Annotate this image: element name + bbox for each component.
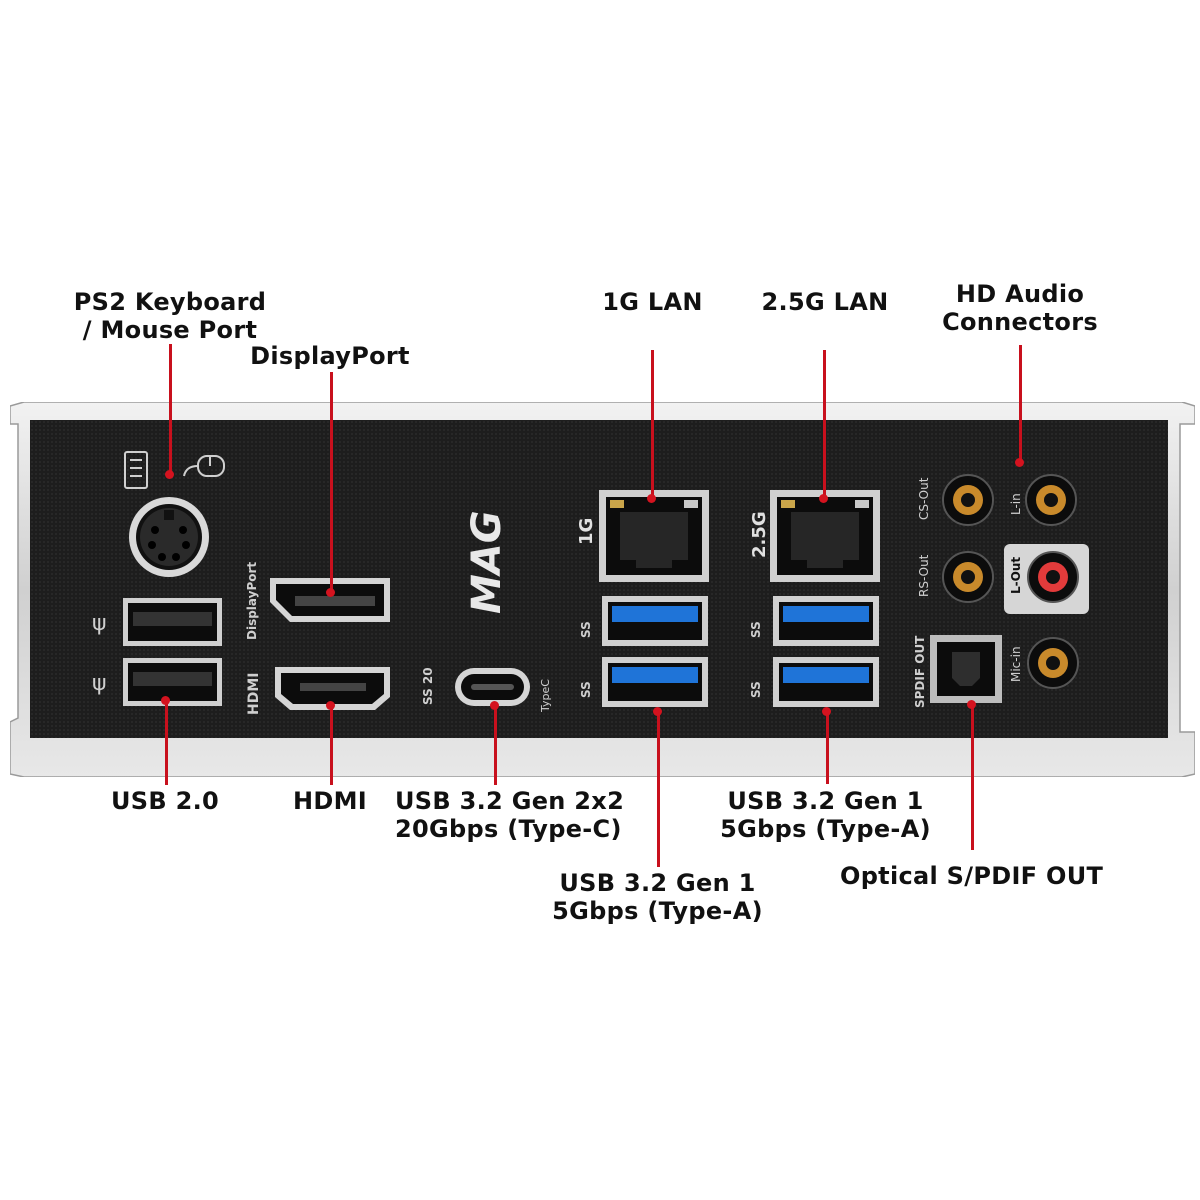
leader-dot-hdmi — [326, 701, 335, 710]
panel-spdif-out-text: SPDIF OUT — [913, 635, 927, 708]
label-lan-2-5g: 2.5G LAN — [755, 288, 895, 316]
label-spdif-line1: Optical S/PDIF OUT — [840, 862, 1104, 890]
leader-dot-audio — [1015, 458, 1024, 467]
usb-c-port[interactable] — [455, 668, 530, 706]
label-lan1g-line1: 1G LAN — [602, 288, 703, 316]
label-displayport: DisplayPort — [245, 342, 415, 370]
label-spdif: Optical S/PDIF OUT — [840, 862, 1104, 890]
label-usb-2-0: USB 2.0 — [100, 787, 230, 815]
leader-dot-usb-a-left — [653, 707, 662, 716]
label-usbc-line1: USB 3.2 Gen 2x2 — [395, 787, 625, 815]
panel-typec-text: TypeC — [539, 679, 552, 713]
label-usb-a-left: USB 3.2 Gen 1 5Gbps (Type-A) — [550, 869, 765, 925]
leader-line-displayport — [330, 372, 333, 592]
usb3-port-left-bottom[interactable] — [602, 657, 708, 707]
leader-line-ps2 — [169, 344, 172, 474]
label-usbc-line2: 20Gbps (Type-C) — [395, 815, 622, 843]
usb3-port-right-bottom[interactable] — [773, 657, 879, 707]
leader-line-usbc — [494, 705, 497, 785]
label-ps2-line1: PS2 Keyboard — [73, 288, 267, 316]
optical-spdif-port[interactable] — [930, 635, 1002, 703]
label-usb-a-right-line1: USB 3.2 Gen 1 — [727, 787, 924, 815]
panel-ss-text: SS — [579, 681, 593, 698]
usb2-port-bottom[interactable] — [123, 658, 222, 706]
audio-jack-l-in[interactable] — [1025, 474, 1077, 526]
usb-trident-icon: ψ — [92, 671, 107, 696]
leader-dot-displayport — [326, 588, 335, 597]
keyboard-icon — [124, 451, 148, 489]
leader-line-spdif — [971, 705, 974, 850]
label-usb20-line1: USB 2.0 — [110, 787, 220, 815]
brand-logo: MAG — [464, 510, 510, 614]
usb3-port-left-top[interactable] — [602, 596, 708, 646]
leader-dot-usb-a-right — [822, 707, 831, 716]
leader-line-usb-a-right — [826, 712, 829, 784]
panel-lan1-text: 1G — [576, 518, 597, 545]
lan-2-5g-port[interactable] — [770, 490, 880, 582]
label-audio-line1: HD Audio — [955, 280, 1085, 308]
label-lan25g-line1: 2.5G LAN — [761, 288, 889, 316]
leader-dot-lan1g — [647, 494, 656, 503]
leader-dot-usb20 — [161, 696, 170, 705]
usb2-port-top[interactable] — [123, 598, 222, 646]
panel-displayport-text: DisplayPort — [245, 562, 259, 640]
label-usb-a-right-line2: 5Gbps (Type-A) — [720, 815, 931, 843]
panel-ss20-text: SS 20 — [421, 667, 435, 705]
label-usb-a-left-line2: 5Gbps (Type-A) — [552, 897, 763, 925]
panel-ss-text: SS — [749, 681, 763, 698]
leader-line-usb-a-left — [657, 712, 660, 867]
label-hdmi: HDMI — [280, 787, 380, 815]
label-ps2-port: PS2 Keyboard / Mouse Port — [70, 288, 270, 344]
displayport-port[interactable] — [270, 578, 390, 622]
label-ps2-line2: / Mouse Port — [82, 316, 258, 344]
usb-trident-icon: ψ — [92, 611, 107, 636]
panel-hdmi-text: HDMI — [246, 673, 262, 715]
label-hdmi-line1: HDMI — [292, 787, 368, 815]
panel-cs-out-text: CS-Out — [917, 477, 931, 520]
leader-dot-usbc — [490, 701, 499, 710]
label-usb-a-right: USB 3.2 Gen 1 5Gbps (Type-A) — [718, 787, 933, 843]
panel-mic-in-text: Mic-in — [1009, 646, 1023, 682]
leader-dot-lan25g — [819, 494, 828, 503]
label-lan-1g: 1G LAN — [590, 288, 715, 316]
audio-jack-l-out[interactable] — [1027, 551, 1079, 603]
ps2-port[interactable] — [129, 497, 209, 577]
label-displayport-line1: DisplayPort — [250, 342, 410, 370]
leader-dot-spdif — [967, 700, 976, 709]
hdmi-port[interactable] — [275, 667, 390, 710]
panel-ss-text: SS — [579, 621, 593, 638]
leader-line-lan1g — [651, 350, 654, 498]
label-audio-line2: Connectors — [942, 308, 1098, 336]
panel-l-in-text: L-in — [1009, 493, 1023, 515]
panel-lan2-text: 2.5G — [749, 511, 770, 558]
label-hd-audio: HD Audio Connectors — [935, 280, 1105, 336]
panel-l-out-text: L-Out — [1009, 557, 1023, 594]
leader-line-usb20 — [165, 700, 168, 785]
panel-ss-text: SS — [749, 621, 763, 638]
audio-jack-mic-in[interactable] — [1027, 637, 1079, 689]
leader-line-audio — [1019, 345, 1022, 465]
label-usb-a-left-line1: USB 3.2 Gen 1 — [559, 869, 756, 897]
panel-rs-out-text: RS-Out — [917, 554, 931, 597]
lan-1g-port[interactable] — [599, 490, 709, 582]
leader-line-hdmi — [330, 705, 333, 785]
usb3-port-right-top[interactable] — [773, 596, 879, 646]
audio-jack-cs-out[interactable] — [942, 474, 994, 526]
leader-line-lan25g — [823, 350, 826, 498]
audio-jack-rs-out[interactable] — [942, 551, 994, 603]
label-usb-c: USB 3.2 Gen 2x2 20Gbps (Type-C) — [395, 787, 625, 843]
leader-dot-ps2 — [165, 470, 174, 479]
mouse-icon — [183, 455, 225, 477]
